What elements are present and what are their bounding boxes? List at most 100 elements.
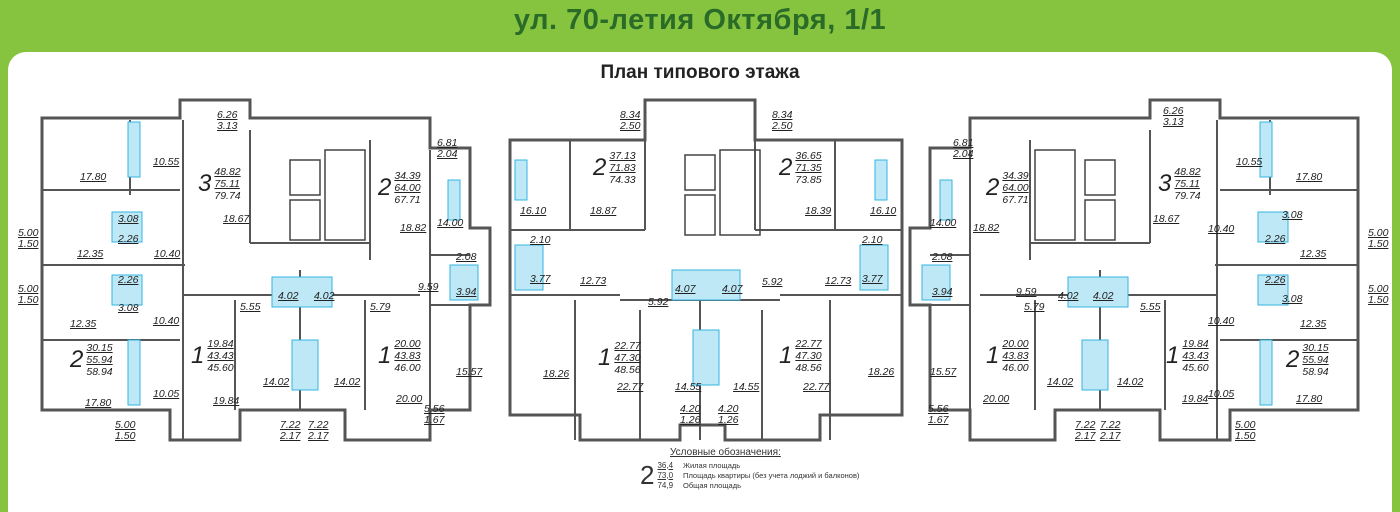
apartment-area: 47.30 [614,352,641,364]
room-area-label: 14.02 [1047,376,1074,388]
apartment-total-area: 58.94 [1302,366,1329,378]
apartment-total-area: 73.85 [795,174,822,186]
apartment-area: 43.83 [394,350,421,362]
apartment-area: 43.43 [207,350,234,362]
elevator-shaft [289,199,321,241]
room-area-label: 2.26 [118,233,139,245]
apartment-living-area: 48.82 [1174,166,1201,178]
bathroom-fixture [874,159,888,201]
room-area-label: 3.08 [118,302,139,314]
room-area-label: 7.22 2.17 [1075,419,1096,442]
bathroom-fixture [692,329,720,386]
room-area-label: 2.10 [862,234,883,246]
room-area-label: 5.79 [370,301,391,313]
bathroom-fixture [447,179,461,221]
legend-title: Условные обозначения: [670,447,781,458]
apartment-rooms: 2 [70,346,84,373]
apartment-total-area: 46.00 [394,362,421,374]
room-area-label: 17.80 [1296,171,1323,183]
apartment-total-area: 79.74 [1174,190,1201,202]
apartment-area: 71.83 [609,162,636,174]
left-section-inner [42,120,470,440]
bathroom-fixture [1081,339,1109,391]
bathroom-fixture [939,179,953,221]
room-area-label: 10.05 [153,388,180,400]
apartment-rooms: 3 [198,170,212,197]
elevator-shaft [1084,199,1116,241]
room-area-label: 4.07 [675,283,696,295]
apartment-rooms: 1 [191,342,205,369]
apartment-rooms: 1 [779,342,793,369]
room-area-label: 17.80 [1296,393,1323,405]
room-area-label: 6.81 2.04 [953,137,974,160]
room-area-label: 3.77 [862,273,883,285]
room-area-label: 8.34 2.50 [620,109,641,132]
room-area-label: 12.35 [1300,248,1327,260]
bathroom-fixture [1257,211,1289,243]
room-area-label: 18.87 [590,205,617,217]
room-area-label: 10.40 [1208,223,1235,235]
room-area-label: 3.08 [1282,209,1303,221]
room-area-label: 4.02 [1093,290,1114,302]
room-area-label: 15.57 [456,366,483,378]
bathroom-fixture [921,264,951,301]
room-area-label: 5.00 1.50 [18,227,39,250]
room-area-label: 12.35 [1300,318,1327,330]
room-area-label: 8.34 2.50 [772,109,793,132]
room-area-label: 16.10 [870,205,897,217]
room-area-label: 3.94 [456,286,477,298]
elevator-shaft [1084,159,1116,196]
room-area-label: 7.22 2.17 [1100,419,1121,442]
apartment-label: 1 22.77 47.30 48.56 [779,338,822,374]
apartment-rooms: 2 [593,154,607,181]
apartment-label: 2 37.13 71.83 74.33 [593,150,636,186]
room-area-label: 14.02 [263,376,290,388]
room-area-label: 10.55 [1236,156,1263,168]
apartment-living-area: 30.15 [1302,342,1329,354]
room-area-label: 5.00 1.50 [18,283,39,306]
room-area-label: 18.26 [868,366,895,378]
room-area-label: 12.35 [77,248,104,260]
legend-area: 73,0 [657,470,674,480]
legend-total: 74,9 [657,480,674,490]
room-area-label: 14.55 [675,381,702,393]
apartment-living-area: 19.84 [1182,338,1209,350]
right-section-inner [930,120,1358,440]
room-area-label: 4.02 [278,290,299,302]
bathroom-fixture [111,274,143,306]
room-area-label: 14.55 [733,381,760,393]
apartment-area: 43.43 [1182,350,1209,362]
elevator-shaft [684,194,716,236]
bathroom-fixture [514,244,544,291]
room-area-label: 2.26 [1265,233,1286,245]
bathroom-fixture [449,264,479,301]
apartment-label: 1 20.00 43.83 46.00 [986,338,1029,374]
room-area-label: 5.92 [762,276,783,288]
apartment-label: 1 20.00 43.83 46.00 [378,338,421,374]
room-area-label: 4.02 [1058,290,1079,302]
apartment-area: 64.00 [1002,182,1029,194]
room-area-label: 5.00 1.50 [1368,227,1389,250]
room-area-label: 18.39 [805,205,832,217]
bathroom-fixture [111,211,143,243]
room-area-label: 12.73 [825,275,852,287]
bathroom-fixture [671,269,741,301]
apartment-total-area: 48.56 [614,364,641,376]
room-area-label: 22.77 [617,381,644,393]
apartment-rooms: 2 [779,154,793,181]
apartment-area: 55.94 [1302,354,1329,366]
room-area-label: 6.26 3.13 [1163,105,1184,128]
apartment-living-area: 19.84 [207,338,234,350]
room-area-label: 18.67 [1153,213,1180,225]
apartment-area: 75.11 [214,178,240,190]
middle-section-outline [508,98,904,442]
room-area-label: 3.08 [1282,293,1303,305]
header: ул. 70-летия Октября, 1/1 [0,0,1400,50]
apartment-label: 2 34.39 64.00 67.71 [986,170,1029,206]
room-area-label: 5.00 1.50 [115,419,136,442]
room-area-label: 12.35 [70,318,97,330]
apartment-living-area: 30.15 [86,342,113,354]
room-area-label: 3.94 [932,286,953,298]
room-area-label: 15.57 [930,366,957,378]
stairwell [1034,149,1076,241]
